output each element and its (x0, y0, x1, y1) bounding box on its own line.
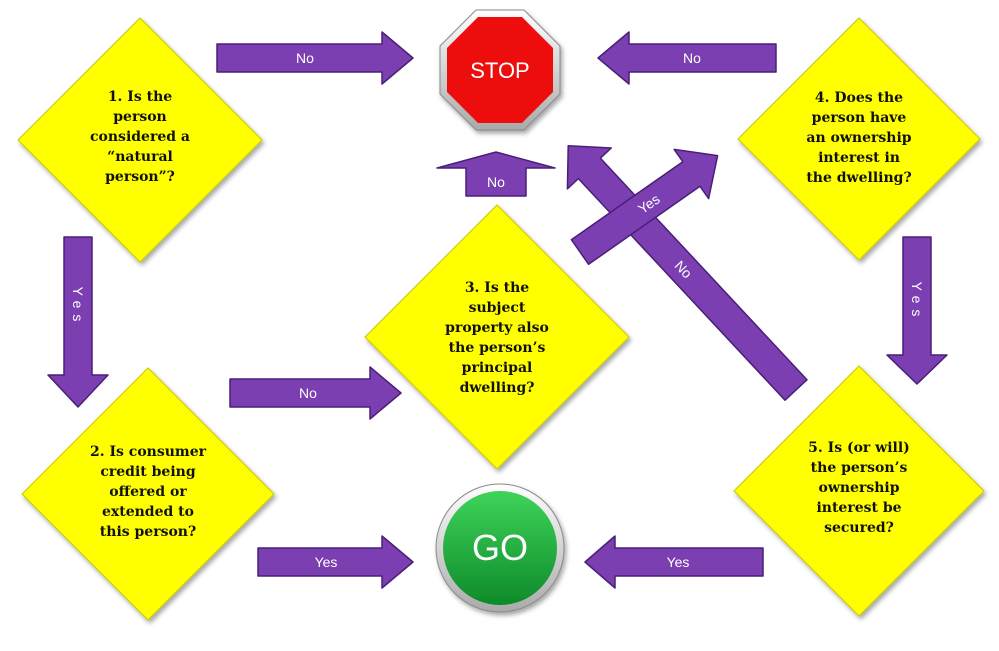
arrow-q1-yes-label: Yes (70, 287, 86, 328)
arrow-q4-yes: Yes (886, 236, 948, 385)
arrow-q3-no: No (436, 151, 556, 197)
arrow-q5-yes-label: Yes (667, 554, 690, 570)
decision-diamond-3 (364, 204, 630, 470)
arrow-q1-yes: Yes (47, 236, 109, 408)
arrow-q2-no-label: No (299, 385, 317, 401)
arrow-q4-no-label: No (683, 50, 701, 66)
arrow-q1-no-label: No (296, 50, 314, 66)
arrow-q2-yes: Yes (257, 535, 414, 589)
go-sign: GO (435, 483, 565, 613)
stop-sign: STOP (439, 9, 561, 131)
decision-diamond-2 (21, 367, 275, 621)
decision-diamond-4 (737, 17, 981, 261)
arrow-q3-yes: Yes (570, 148, 719, 266)
arrow-q2-yes-label: Yes (315, 554, 338, 570)
decision-diamond-1 (17, 17, 263, 263)
arrow-q4-yes-label: Yes (909, 282, 925, 323)
stop-label: STOP (470, 58, 530, 83)
arrow-q5-yes: Yes (584, 535, 764, 589)
arrow-q1-no: No (216, 31, 414, 85)
arrow-q4-no: No (597, 31, 777, 85)
arrow-q2-no: No (229, 366, 402, 420)
go-label: GO (472, 527, 528, 568)
decision-diamond-5 (733, 365, 985, 617)
arrow-q3-no-label: No (487, 174, 505, 190)
